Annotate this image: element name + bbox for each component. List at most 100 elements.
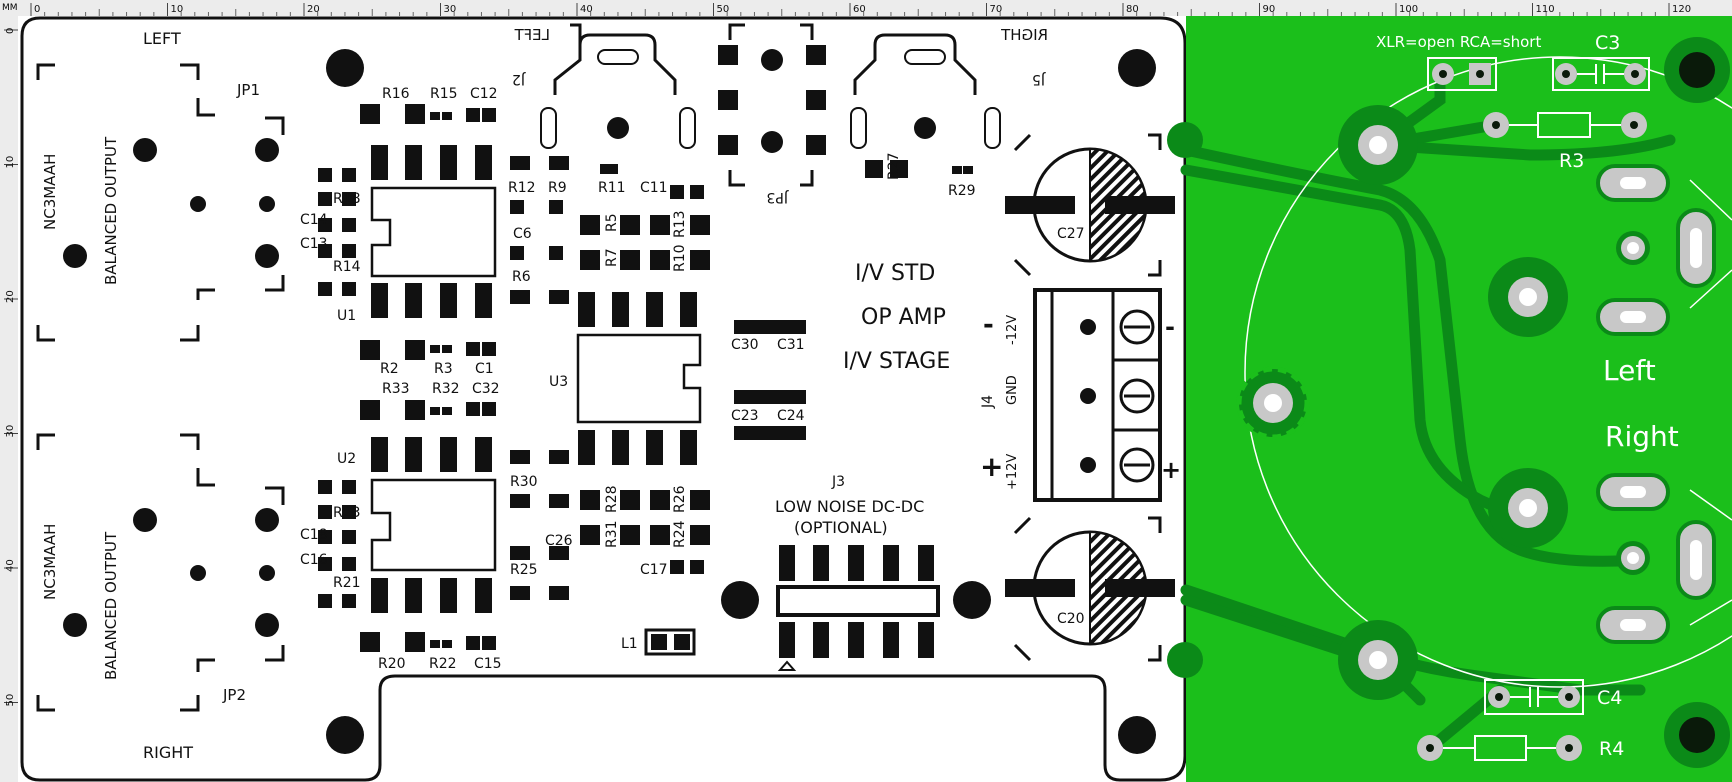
ruler-tick-label: 110 bbox=[1536, 4, 1555, 15]
smd-pad bbox=[510, 200, 524, 214]
u2-label: U2 bbox=[337, 451, 356, 467]
terminal-m12-label: -12V bbox=[1005, 315, 1020, 345]
r11-label: R11 bbox=[598, 180, 626, 196]
smd-pad bbox=[342, 505, 356, 519]
smd-pad bbox=[430, 112, 440, 120]
smd-pad bbox=[734, 426, 770, 440]
mounting-hole bbox=[326, 49, 364, 87]
j5-connector-label: RIGHT bbox=[1000, 26, 1048, 44]
smd-pad bbox=[580, 215, 600, 235]
smd-pad bbox=[865, 160, 883, 178]
u1-ic bbox=[370, 145, 497, 318]
smd-pads bbox=[318, 104, 973, 652]
r12-label: R12 bbox=[508, 180, 536, 196]
ruler-tick-label: 0 bbox=[5, 28, 16, 34]
smd-pad bbox=[549, 494, 569, 508]
r20-label: R20 bbox=[378, 656, 406, 672]
r29-label: R29 bbox=[948, 183, 976, 199]
terminal-gnd-label: GND bbox=[1005, 375, 1020, 405]
terminal-plus-right: + bbox=[1161, 456, 1181, 484]
c12-label: C12 bbox=[470, 86, 498, 102]
ruler-tick-label: 30 bbox=[444, 4, 457, 15]
r23-label: R23 bbox=[333, 505, 361, 521]
ruler-tick-label: 70 bbox=[990, 4, 1003, 15]
smd-pad bbox=[620, 215, 640, 235]
c26-label: C26 bbox=[545, 533, 573, 549]
l1-label: L1 bbox=[621, 636, 638, 652]
smd-pad bbox=[690, 560, 704, 574]
through-hole-pads bbox=[1167, 37, 1730, 768]
smd-pad bbox=[620, 525, 640, 545]
c27-label: C27 bbox=[1057, 226, 1085, 242]
ruler-tick-label: 80 bbox=[1126, 4, 1139, 15]
r31-label: R31 bbox=[604, 520, 620, 548]
smd-pad bbox=[510, 494, 530, 508]
c13-label: C13 bbox=[300, 236, 328, 252]
c32-label: C32 bbox=[472, 381, 500, 397]
smd-pad bbox=[549, 290, 569, 304]
terminal-p12-label: +12V bbox=[1005, 454, 1020, 490]
c4-label: C4 bbox=[1597, 687, 1622, 709]
smd-pad bbox=[482, 108, 496, 122]
j2-ref-label: J2 bbox=[512, 71, 526, 87]
terminal-plus-label: + bbox=[980, 450, 1003, 483]
smd-pad bbox=[430, 640, 440, 648]
r2-label: R2 bbox=[380, 361, 399, 377]
smd-pad bbox=[466, 402, 480, 416]
smd-pad bbox=[405, 400, 425, 420]
ruler-tick-label: 50 bbox=[5, 694, 16, 707]
smd-pad bbox=[690, 250, 710, 270]
smd-pad bbox=[360, 400, 380, 420]
smd-pad bbox=[510, 586, 530, 600]
r4-label: R4 bbox=[1599, 738, 1624, 760]
nc3maah-label-top: NC3MAAH bbox=[41, 154, 59, 230]
smd-pad bbox=[360, 104, 380, 124]
smd-pad bbox=[342, 218, 356, 232]
ruler-unit-label: MM bbox=[0, 0, 28, 16]
xlr-connector-top bbox=[36, 63, 285, 342]
ruler-tick-label: 10 bbox=[5, 156, 16, 169]
c27-capacitor bbox=[1005, 133, 1175, 277]
smd-pad bbox=[549, 586, 569, 600]
c24-label: C24 bbox=[777, 408, 805, 424]
terminal-minus-right: - bbox=[1165, 313, 1175, 341]
smd-pad bbox=[650, 250, 670, 270]
r15-label: R15 bbox=[430, 86, 458, 102]
smd-pad bbox=[442, 640, 452, 648]
r21-label: R21 bbox=[333, 575, 361, 591]
small-footprints bbox=[1417, 57, 1650, 761]
smd-pad bbox=[690, 525, 710, 545]
r26-label: R26 bbox=[672, 485, 688, 513]
smd-pad bbox=[650, 525, 670, 545]
c20-capacitor bbox=[1005, 516, 1175, 662]
copper-traces bbox=[1180, 76, 1676, 754]
smd-pad bbox=[510, 156, 530, 170]
ruler-tick-label: 10 bbox=[171, 4, 184, 15]
c14-label: C14 bbox=[300, 212, 328, 228]
c6-label: C6 bbox=[513, 226, 532, 242]
r3-green-label: R3 bbox=[1559, 150, 1584, 172]
r24-label: R24 bbox=[672, 520, 688, 548]
ruler-tick-label: 60 bbox=[853, 4, 866, 15]
c18-label: C18 bbox=[300, 527, 328, 543]
j5-ref-label: J5 bbox=[1032, 71, 1046, 87]
j2-jack bbox=[540, 23, 696, 149]
nc3maah-label-bottom: NC3MAAH bbox=[41, 524, 59, 600]
terminal-minus-label: - bbox=[983, 310, 994, 340]
smd-pad bbox=[549, 200, 563, 214]
smd-pad bbox=[342, 282, 356, 296]
edge-bracket bbox=[1689, 179, 1732, 626]
r27-label: R27 bbox=[886, 152, 902, 180]
smd-pad bbox=[430, 345, 440, 353]
smd-pad bbox=[318, 168, 332, 182]
r22-label: R22 bbox=[429, 656, 457, 672]
right-channel-label: Right bbox=[1605, 420, 1679, 453]
smd-pad bbox=[405, 632, 425, 652]
j5-jack bbox=[850, 33, 1001, 149]
c1-label: C1 bbox=[475, 361, 494, 377]
smd-pad bbox=[670, 185, 684, 199]
u1-label: U1 bbox=[337, 308, 356, 324]
